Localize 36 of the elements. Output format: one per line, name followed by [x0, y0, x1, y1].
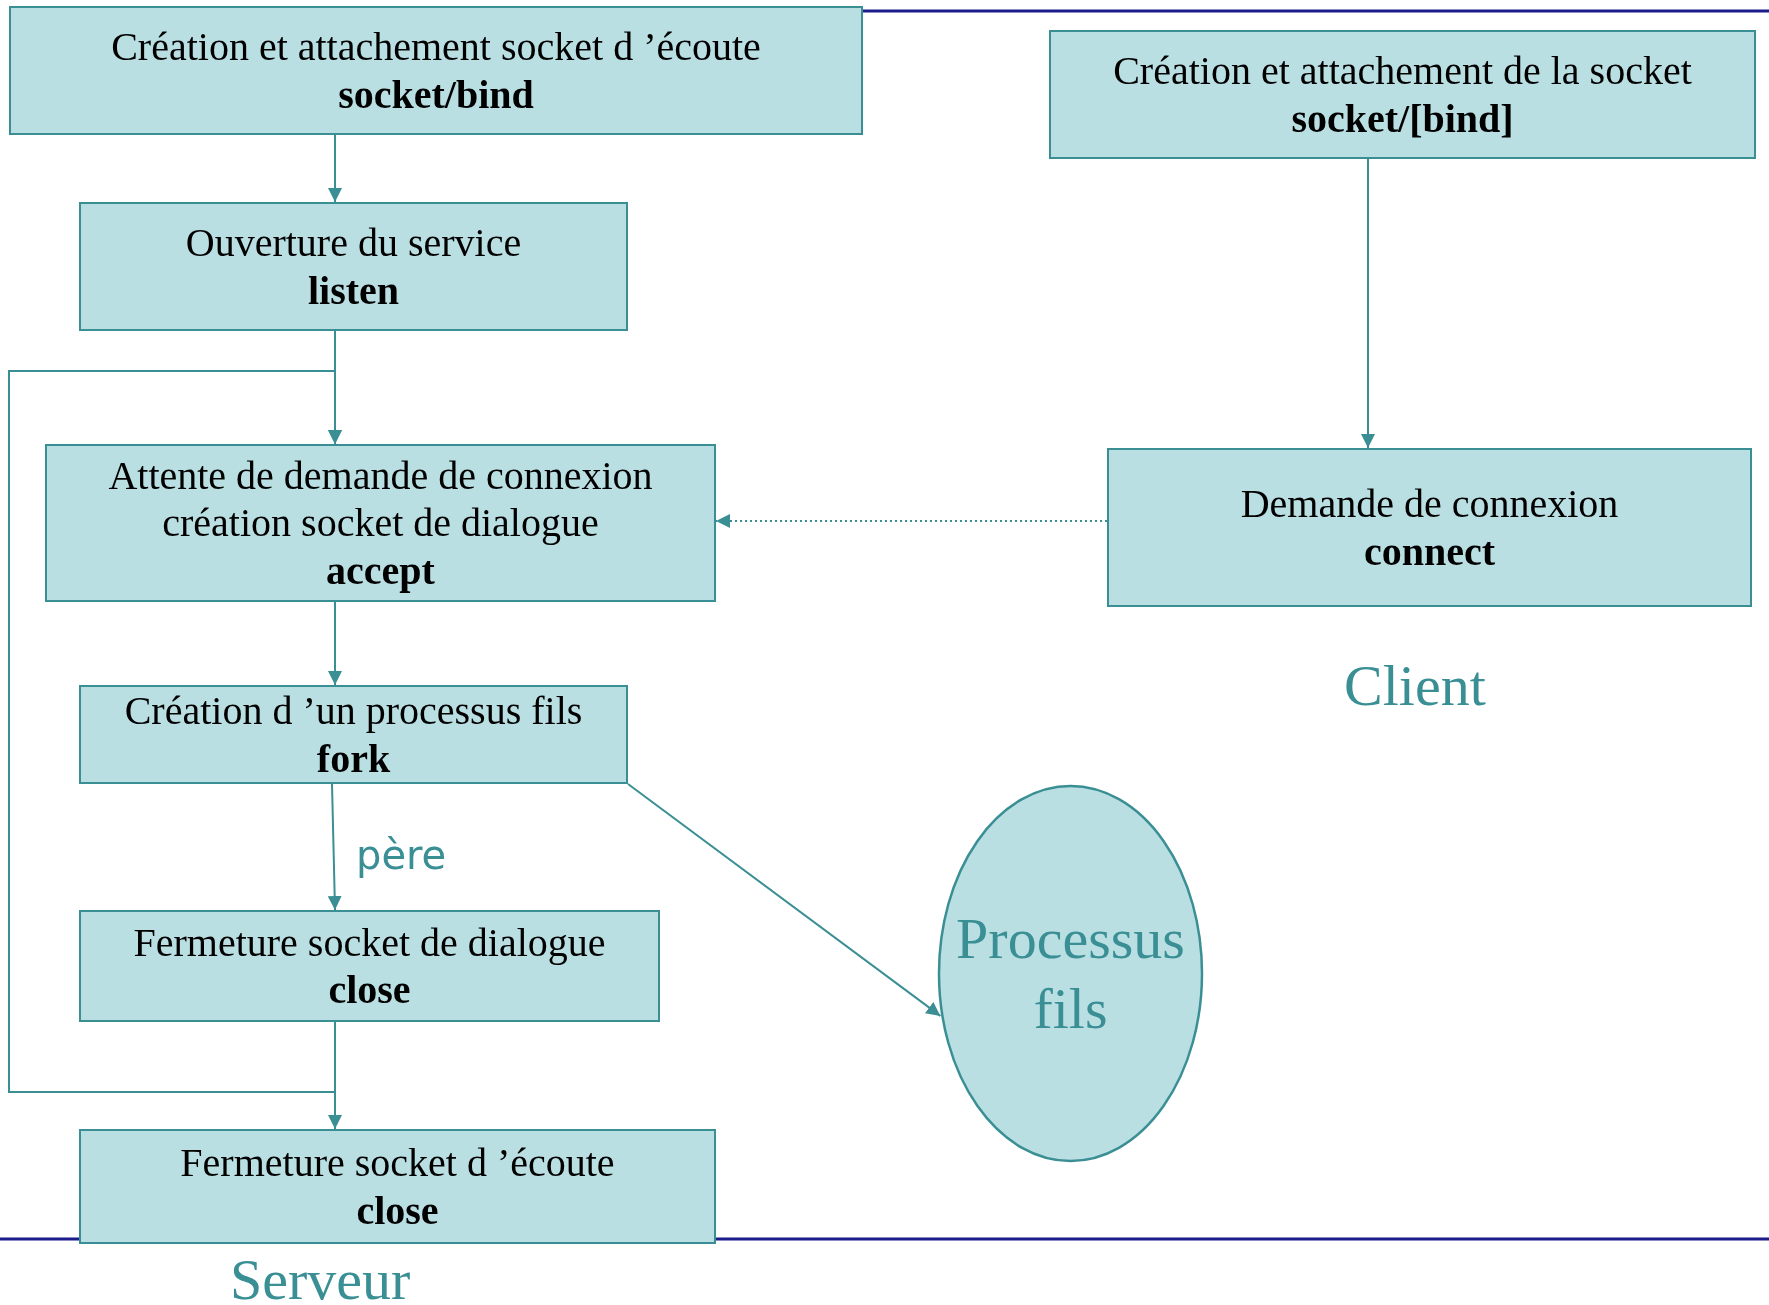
function-name: close	[356, 1186, 439, 1234]
step-text: Processus fils	[955, 904, 1186, 1043]
step-text: Fermeture socket de dialogue	[133, 918, 606, 966]
step-text: Création et attachement socket d ’écoute	[111, 23, 761, 71]
arrow	[8, 370, 342, 1093]
process-box	[9, 6, 863, 135]
step-text: Demande de connexion	[1240, 480, 1619, 528]
section-label: Serveur	[230, 1246, 411, 1305]
arrow	[1361, 158, 1375, 449]
function-name: fork	[316, 734, 391, 782]
function-name: accept	[326, 546, 435, 594]
arrow	[327, 783, 342, 911]
arrow	[328, 134, 342, 203]
process-box	[1049, 30, 1756, 159]
step-text: création socket de dialogue	[162, 499, 599, 547]
section-label: Client	[1344, 652, 1486, 719]
function-name: listen	[307, 266, 400, 314]
process-box	[79, 1129, 716, 1244]
process-box	[79, 202, 628, 331]
arrow	[715, 514, 1108, 528]
step-text: Création d ’un processus fils	[124, 687, 583, 735]
arrow	[627, 783, 942, 1017]
step-text: Attente de demande de connexion	[108, 452, 653, 500]
function-name: socket/bind	[338, 70, 534, 118]
step-text: Fermeture socket d ’écoute	[180, 1139, 615, 1187]
process-ellipse	[937, 784, 1204, 1163]
arrow	[328, 601, 342, 686]
function-name: close	[328, 966, 411, 1014]
process-box	[79, 910, 660, 1022]
process-box	[45, 444, 716, 602]
process-box	[1107, 448, 1752, 607]
process-box	[79, 685, 628, 784]
step-text: Ouverture du service	[185, 219, 522, 267]
function-name: socket/[bind]	[1291, 94, 1514, 142]
step-text: Création et attachement de la socket	[1113, 47, 1692, 95]
function-name: connect	[1363, 527, 1496, 575]
